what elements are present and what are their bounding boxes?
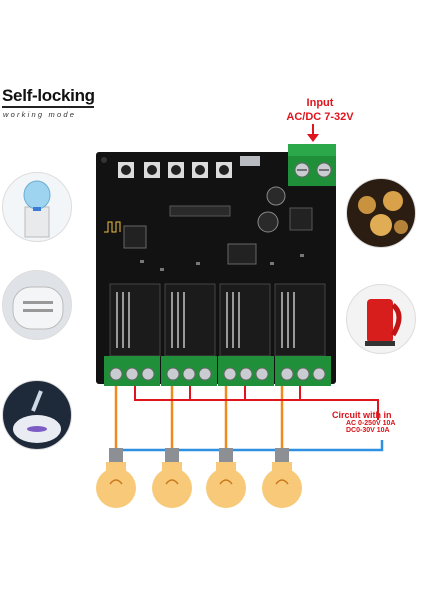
electric-kettle-icon [346, 284, 416, 354]
mode-title: Self-locking [2, 86, 95, 105]
push-buttons [118, 162, 232, 178]
input-arrow-icon [307, 124, 319, 142]
humidifier-icon [2, 380, 72, 450]
circuit-title: Circuit with in [332, 410, 392, 420]
input-voltage: AC/DC 7-32V [286, 111, 354, 123]
antenna-trace [104, 221, 121, 233]
circuit-ac: AC 0-250V 10A [346, 420, 396, 427]
title-underline [2, 106, 94, 108]
circuit-spec: Circuit with in AC 0-250V 10A DC0-30V 10… [332, 410, 424, 434]
input-label: Input AC/DC 7-32V [270, 96, 370, 124]
relays [109, 283, 326, 357]
usb-port [240, 156, 260, 166]
air-purifier-icon [2, 270, 72, 340]
water-dispenser-icon [2, 172, 72, 242]
input-title: Input [306, 97, 334, 109]
relay-board [96, 144, 336, 386]
wiring [114, 386, 384, 452]
circuit-dc: DC0-30V 10A [346, 427, 390, 434]
output-terminals [104, 356, 331, 386]
mode-subtitle: working mode [3, 110, 77, 119]
pendant-lamp-icon [346, 178, 416, 248]
input-terminal [288, 144, 336, 186]
light-bulb-icon [96, 448, 302, 508]
